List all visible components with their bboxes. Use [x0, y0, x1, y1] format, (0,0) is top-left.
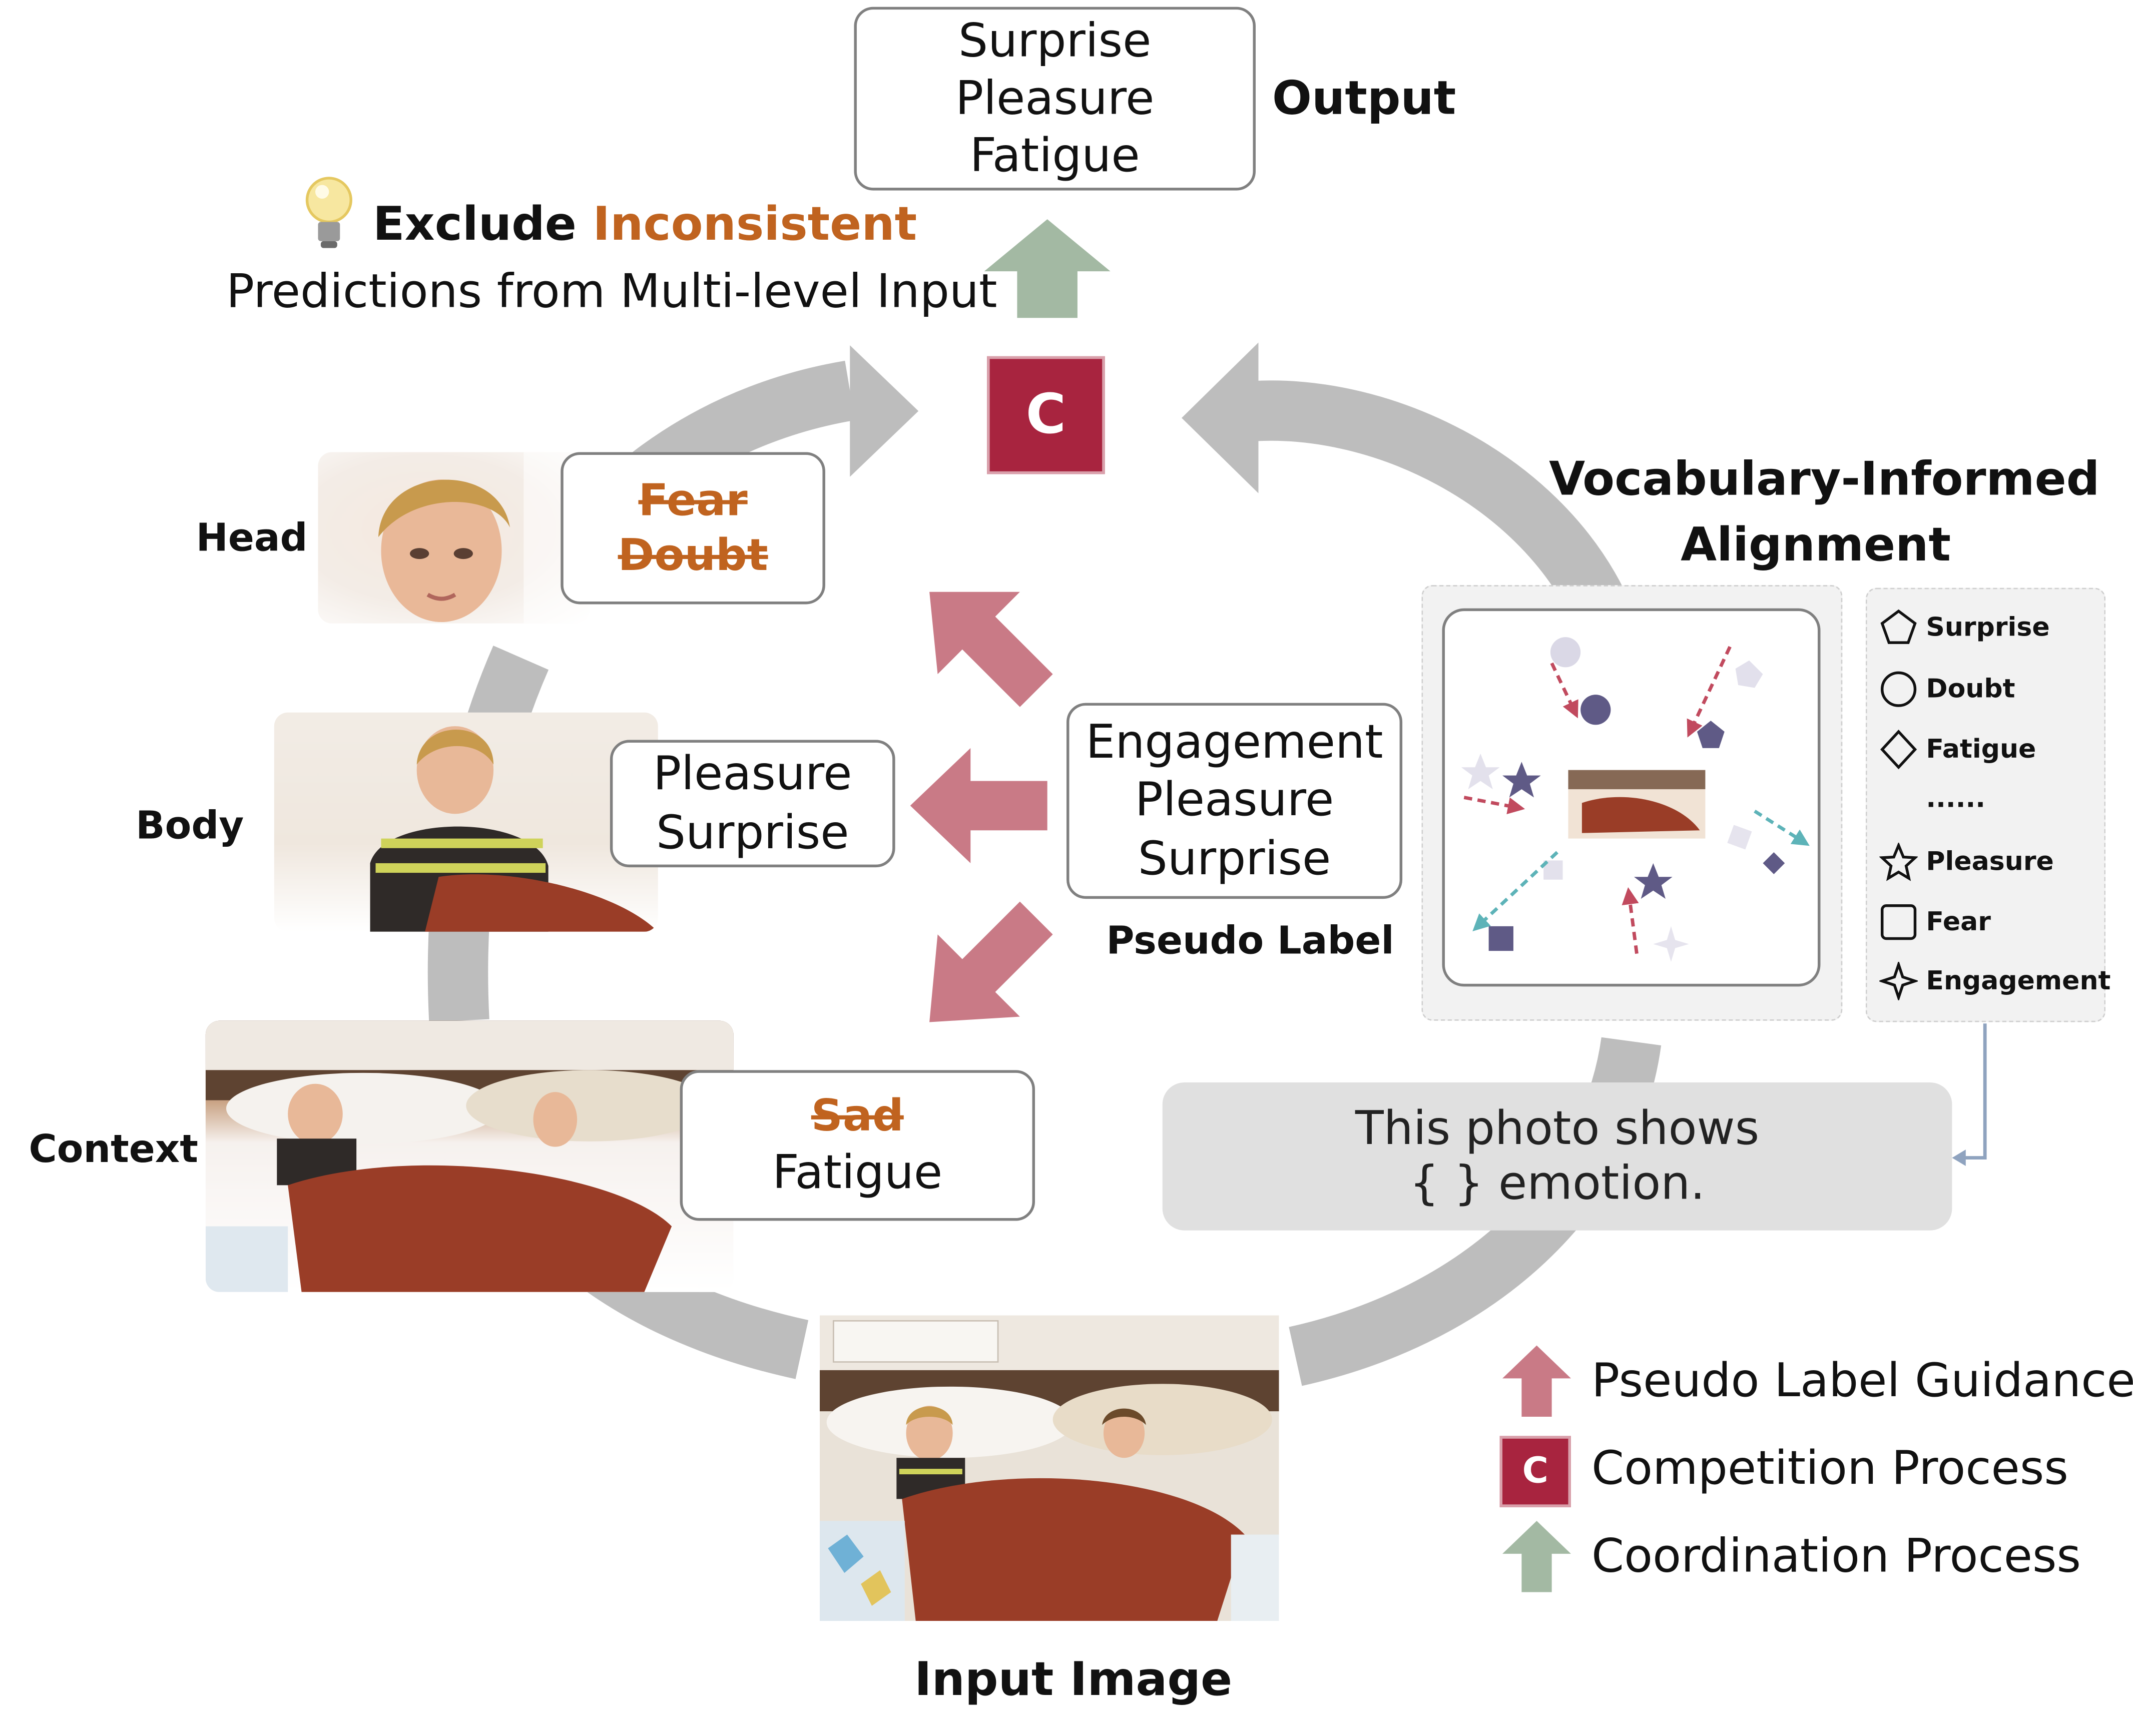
pseudo-label-caption: Pseudo Label [1106, 918, 1394, 963]
output-label: Output [1272, 71, 1456, 126]
diamond-icon [1880, 730, 1917, 770]
vocab-label: Engagement [1926, 966, 2111, 996]
prompt-template-box: This photo shows { } emotion. [1162, 1082, 1952, 1231]
body-crop-image [274, 712, 658, 932]
vocab-label: Pleasure [1926, 847, 2054, 877]
four-point-star-icon [1879, 962, 1918, 1000]
vocab-label: Surprise [1926, 612, 2050, 643]
input-image [819, 1315, 1279, 1621]
coordination-arrow [984, 219, 1111, 318]
pseudo-label-item: Surprise [1138, 831, 1331, 886]
vocab-item: Fatigue [1879, 729, 2036, 770]
prompt-line1: This photo shows [1355, 1101, 1760, 1156]
vocab-item: Doubt [1879, 670, 2015, 709]
pseudo-guidance-arrows [910, 592, 1053, 1022]
input-image-label: Input Image [914, 1652, 1233, 1707]
competition-square: C [987, 356, 1105, 474]
struck-prediction: Fear [638, 473, 748, 526]
insight-exclude: Exclude [373, 197, 577, 252]
insight-subtitle: Predictions from Multi-level Input [226, 264, 997, 319]
body-prediction: Surprise [656, 805, 849, 860]
struck-prediction: Doubt [618, 528, 768, 581]
body-prediction-box: Pleasure Surprise [610, 740, 895, 868]
context-prediction: Fatigue [772, 1145, 943, 1200]
struck-prediction: Sad [811, 1089, 904, 1141]
competition-symbol: C [1025, 383, 1066, 447]
output-item: Fatigue [969, 129, 1140, 184]
context-label: Context [29, 1126, 198, 1172]
circle-icon [1881, 671, 1917, 707]
vocab-connector-arrow [1952, 1023, 1987, 1167]
output-item: Surprise [958, 13, 1152, 69]
insight-inconsistent: Inconsistent [593, 197, 917, 252]
pink-up-arrow-icon [1502, 1345, 1571, 1417]
pseudo-label-item: Pleasure [1135, 773, 1334, 828]
vocabulary-panel [1865, 588, 2106, 1022]
vocab-label: Fatigue [1926, 734, 2036, 765]
pseudo-label-item: Engagement [1086, 715, 1383, 771]
output-item: Pleasure [955, 71, 1155, 126]
pentagon-icon [1880, 609, 1917, 644]
body-prediction: Pleasure [653, 747, 852, 802]
vocab-item: Fear [1879, 903, 1991, 941]
head-prediction-box: Fear Doubt [561, 452, 825, 605]
context-prediction-box: Sad Fatigue [680, 1070, 1035, 1221]
embedding-space [1442, 608, 1821, 987]
prompt-line2: { } emotion. [1409, 1156, 1705, 1212]
legend-c-symbol: C [1522, 1451, 1548, 1492]
legend-label: Coordination Process [1591, 1529, 2081, 1584]
c-square-icon: C [1499, 1436, 1571, 1507]
alignment-title-line1: Vocabulary-Informed [1549, 452, 2100, 507]
pseudo-label-box: Engagement Pleasure Surprise [1066, 703, 1403, 899]
vocab-ellipsis: ...... [1926, 784, 1985, 814]
vocab-item: Surprise [1879, 609, 2050, 647]
vocab-ellipsis-text: ...... [1926, 784, 1986, 814]
output-box: Surprise Pleasure Fatigue [854, 7, 1256, 191]
square-icon [1881, 904, 1917, 940]
alignment-title-line2: Alignment [1681, 517, 1951, 573]
green-up-arrow-icon [1502, 1521, 1571, 1592]
head-label: Head [196, 515, 308, 560]
head-crop-image [318, 452, 590, 624]
context-crop-image [205, 1020, 734, 1292]
vocab-label: Fear [1926, 907, 1991, 937]
vocab-item: Engagement [1879, 962, 2110, 1000]
lightbulb-icon [305, 177, 352, 248]
insight-title: Exclude Inconsistent [373, 197, 917, 252]
vocab-label: Doubt [1926, 674, 2015, 705]
legend-label: Competition Process [1591, 1441, 2068, 1496]
legend-label: Pseudo Label Guidance [1591, 1354, 2133, 1409]
body-label: Body [136, 803, 244, 848]
vocab-item: Pleasure [1879, 842, 2054, 881]
star-icon [1879, 842, 1918, 881]
